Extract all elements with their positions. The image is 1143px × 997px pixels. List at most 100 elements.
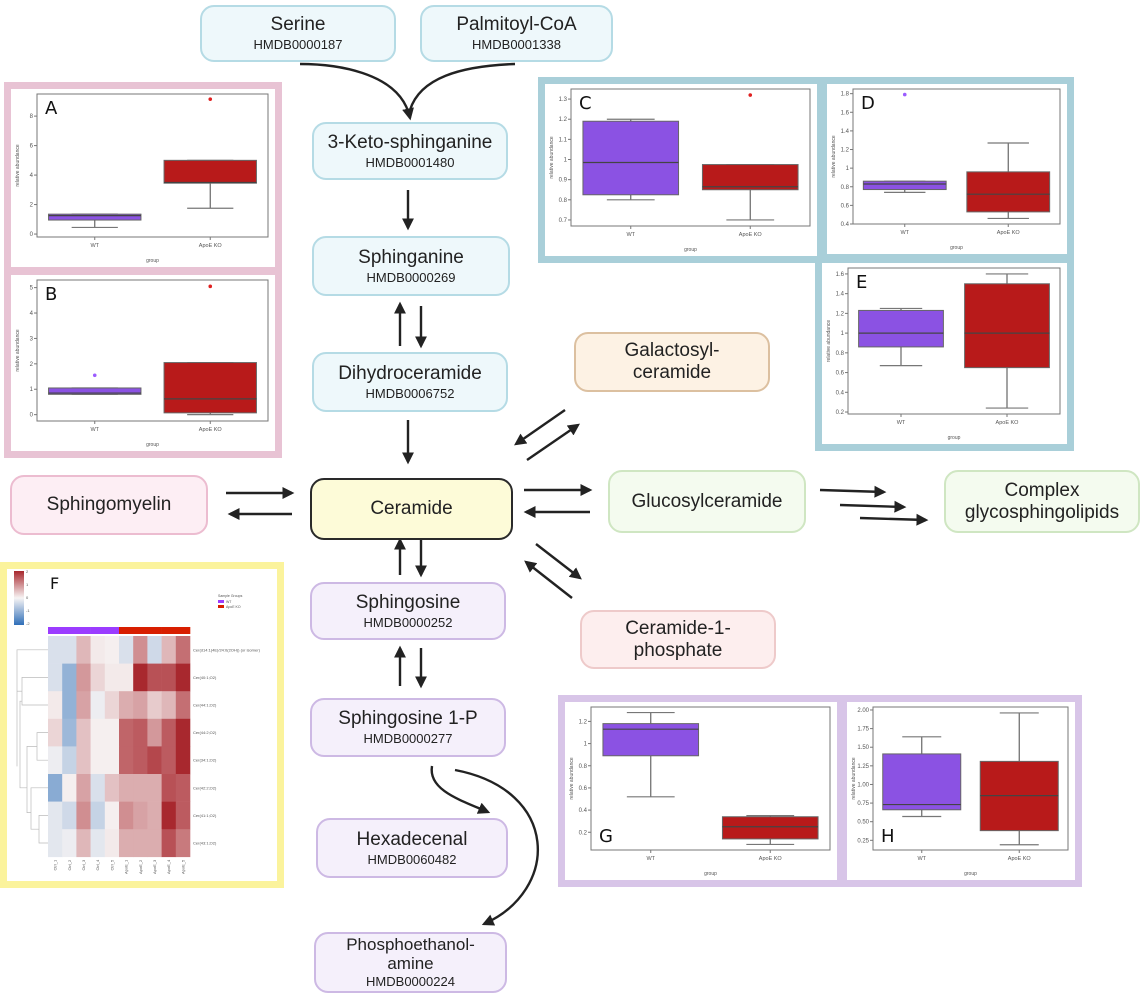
- outlier-point: [92, 373, 97, 378]
- heatmap-cell: [175, 663, 191, 692]
- heatmap-cell: [90, 636, 106, 664]
- node-name: Ceramide: [370, 498, 453, 519]
- x-tick-label: ApoE KO: [739, 232, 763, 238]
- y-tick-label: 1.50: [857, 745, 869, 751]
- node-3-keto-sphinganine[interactable]: 3-Keto-sphinganine HMDB0001480: [312, 122, 508, 180]
- y-axis-label: relative abundance: [826, 320, 832, 362]
- column-label: ApoE_3: [152, 859, 157, 874]
- node-name: Sphingosine: [355, 591, 461, 613]
- y-tick-label: 1.4: [836, 292, 845, 298]
- y-tick-label: 0.6: [841, 203, 850, 209]
- heatmap-cell: [147, 829, 162, 858]
- y-tick-label: 6: [30, 144, 34, 150]
- node-ceramide[interactable]: Ceramide: [310, 478, 513, 540]
- box-apoe-ko: [964, 273, 1050, 409]
- x-tick-label: WT: [917, 856, 926, 862]
- node-glucosylceramide[interactable]: Glucosylceramide: [608, 470, 806, 533]
- box-wt: [48, 213, 142, 229]
- heatmap-cell: [76, 636, 91, 664]
- node-sphingosine-1-p[interactable]: Sphingosine 1-P HMDB0000277: [310, 698, 506, 757]
- y-tick-label: 1.00: [857, 782, 869, 788]
- arrow-glucosyl-to-complex-2: [839, 500, 907, 513]
- arrow-precursors-to-keto: [299, 62, 414, 121]
- panel-letter: A: [45, 98, 58, 119]
- y-tick-label: 3: [30, 336, 34, 342]
- node-sphingosine[interactable]: Sphingosine HMDB0000252: [310, 582, 506, 640]
- heatmap-cell: [90, 774, 106, 802]
- dendrogram-branch: [16, 649, 48, 767]
- heatmap-cell: [147, 774, 162, 802]
- y-tick-label: 0.7: [559, 218, 568, 224]
- x-tick-label: WT: [646, 856, 655, 862]
- node-name: Serine: [270, 14, 326, 35]
- node-palmitoyl-coa[interactable]: Palmitoyl-CoA HMDB0001338: [420, 5, 613, 62]
- node-sphingomyelin[interactable]: Sphingomyelin: [10, 475, 208, 535]
- heatmap-cell: [90, 663, 106, 692]
- node-dihydroceramide[interactable]: Dihydroceramide HMDB0006752: [312, 352, 508, 412]
- x-axis-label: group: [146, 258, 159, 264]
- heatmap-cell: [48, 746, 63, 775]
- column-label: Ctrl_3: [81, 859, 86, 870]
- x-tick-label: ApoE KO: [997, 230, 1021, 236]
- heatmap-cell: [161, 774, 177, 802]
- x-axis-label: group: [704, 871, 717, 877]
- x-axis-label: group: [684, 247, 697, 253]
- legend-swatch: [218, 605, 224, 608]
- node-hexadecenal[interactable]: Hexadecenal HMDB0060482: [316, 818, 508, 878]
- row-label: Cer(d14:1(4E)/24:0(2OH)) (or isomer): [193, 647, 261, 652]
- panel-letter: G: [599, 826, 613, 847]
- node-phosphoethanolamine[interactable]: Phosphoethanol- amine HMDB0000224: [314, 932, 507, 993]
- group-bar-cell: [48, 627, 63, 634]
- x-tick-label: ApoE KO: [199, 243, 223, 249]
- group-bar-cell: [104, 627, 120, 634]
- node-sphinganine[interactable]: Sphinganine HMDB0000269: [312, 236, 510, 296]
- node-complex-glycosphingolipids[interactable]: Complex glycosphingolipids: [944, 470, 1140, 533]
- y-tick-label: 1.4: [841, 129, 850, 135]
- row-label: Cer(42:2;O2): [193, 785, 217, 790]
- heatmap-cell: [76, 774, 91, 802]
- y-tick-label: 0.8: [836, 351, 845, 357]
- y-tick-label: 1.75: [857, 727, 869, 733]
- colorbar-tick-label: -2: [26, 621, 30, 626]
- y-tick-label: 1.1: [559, 137, 568, 143]
- column-label: Ctrl_5: [109, 859, 114, 870]
- box-wt: [862, 92, 947, 193]
- node-name: Sphinganine: [358, 246, 464, 268]
- x-tick-label: WT: [626, 232, 635, 238]
- heatmap-cell: [147, 718, 162, 747]
- hmdb-id: HMDB0001338: [472, 37, 561, 52]
- heatmap-cell: [119, 718, 134, 747]
- y-tick-label: 5: [30, 286, 34, 292]
- hmdb-id: HMDB0060482: [367, 851, 457, 867]
- y-tick-label: 1.2: [841, 148, 850, 154]
- group-bar-cell: [147, 627, 162, 634]
- heatmap-cell: [104, 801, 120, 830]
- y-axis-label: relative abundance: [549, 136, 555, 178]
- node-serine[interactable]: Serine HMDB0000187: [200, 5, 396, 62]
- heatmap-cell: [76, 829, 91, 858]
- y-tick-label: 8: [30, 114, 34, 120]
- y-tick-label: 1: [841, 331, 845, 337]
- heatmap-cell: [104, 691, 120, 720]
- heatmap-cell: [76, 691, 91, 720]
- outlier-point: [748, 93, 753, 97]
- node-galactosylceramide[interactable]: Galactosyl- ceramide: [574, 332, 770, 392]
- heatmap-cell: [62, 801, 77, 830]
- y-tick-label: 0.6: [579, 786, 588, 792]
- x-tick-label: ApoE KO: [1008, 856, 1032, 862]
- y-tick-label: 0.4: [579, 808, 588, 814]
- group-bar-cell: [133, 627, 148, 634]
- node-name: Dihydroceramide: [338, 362, 482, 384]
- panel-letter: E: [856, 272, 867, 293]
- arrow-glucosyl-to-complex-1: [819, 485, 887, 498]
- arrow-s1p-to-hexadecenal: [430, 765, 491, 814]
- iqr-box: [882, 753, 962, 811]
- heatmap-cell: [175, 718, 191, 747]
- y-tick-label: 1.8: [841, 92, 850, 98]
- node-ceramide-1-phosphate[interactable]: Ceramide-1- phosphate: [580, 610, 776, 669]
